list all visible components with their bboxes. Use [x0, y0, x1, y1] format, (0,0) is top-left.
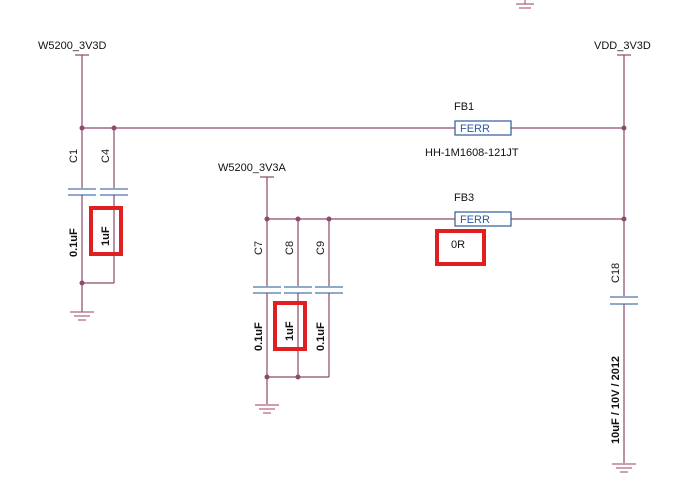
cap-ref-c1: C1 [68, 149, 80, 163]
capacitor-c1: C1 0.1uF [68, 128, 96, 312]
ferrite-value-fb1: HH-1M1608-121JT [425, 147, 519, 159]
ferrite-fb1: FB1 FERR HH-1M1608-121JT [425, 101, 519, 159]
capacitor-c8: C8 1uF [284, 219, 312, 377]
capacitor-c7: C7 0.1uF [253, 219, 281, 404]
junction-dot [621, 216, 627, 222]
junction-dot [264, 374, 270, 380]
net-w5200-3v3d: W5200_3V3D [38, 40, 107, 128]
net-label-w5200-3v3a: W5200_3V3A [218, 162, 287, 174]
net-vdd-3v3d: VDD_3V3D [594, 40, 651, 297]
junction-dot [295, 374, 301, 380]
net-label-w5200-3v3d: W5200_3V3D [38, 40, 107, 52]
ferrite-type-fb1: FERR [460, 123, 490, 135]
capacitor-c18: C18 10uF / 10V / 2012 [610, 263, 638, 463]
cap-value-c1: 0.1uF [68, 228, 80, 257]
ground-symbol [255, 404, 279, 414]
junction-dot [79, 280, 85, 286]
ground-symbol [70, 311, 94, 321]
highlight-box-c4 [89, 206, 123, 256]
capacitor-c4: C4 1uF [100, 128, 128, 283]
capacitor-c9: C9 0.1uF [315, 219, 343, 377]
ferrite-ref-fb1: FB1 [454, 101, 474, 113]
top-stub-symbol [516, 0, 534, 9]
cap-value-c9: 0.1uF [315, 322, 327, 351]
net-w5200-3v3a: W5200_3V3A [218, 162, 287, 219]
cap-value-c18: 10uF / 10V / 2012 [610, 356, 622, 444]
cap-value-c7: 0.1uF [253, 322, 265, 351]
highlight-box-fb3 [435, 229, 486, 266]
cap-ref-c8: C8 [284, 241, 296, 255]
cap-ref-c18: C18 [610, 263, 622, 283]
ferrite-fb3: FB3 FERR 0R [451, 192, 512, 251]
cap-value-c4: 1uF [100, 226, 112, 246]
ferrite-ref-fb3: FB3 [454, 192, 474, 204]
cap-ref-c4: C4 [100, 149, 112, 163]
cap-ref-c9: C9 [315, 241, 327, 255]
net-label-vdd-3v3d: VDD_3V3D [594, 40, 651, 52]
cap-value-c8: 1uF [284, 321, 296, 341]
highlight-box-c8 [273, 301, 307, 351]
ferrite-value-fb3: 0R [451, 239, 465, 251]
cap-ref-c7: C7 [253, 241, 265, 255]
ground-symbol [612, 463, 636, 473]
ferrite-type-fb3: FERR [460, 214, 490, 226]
